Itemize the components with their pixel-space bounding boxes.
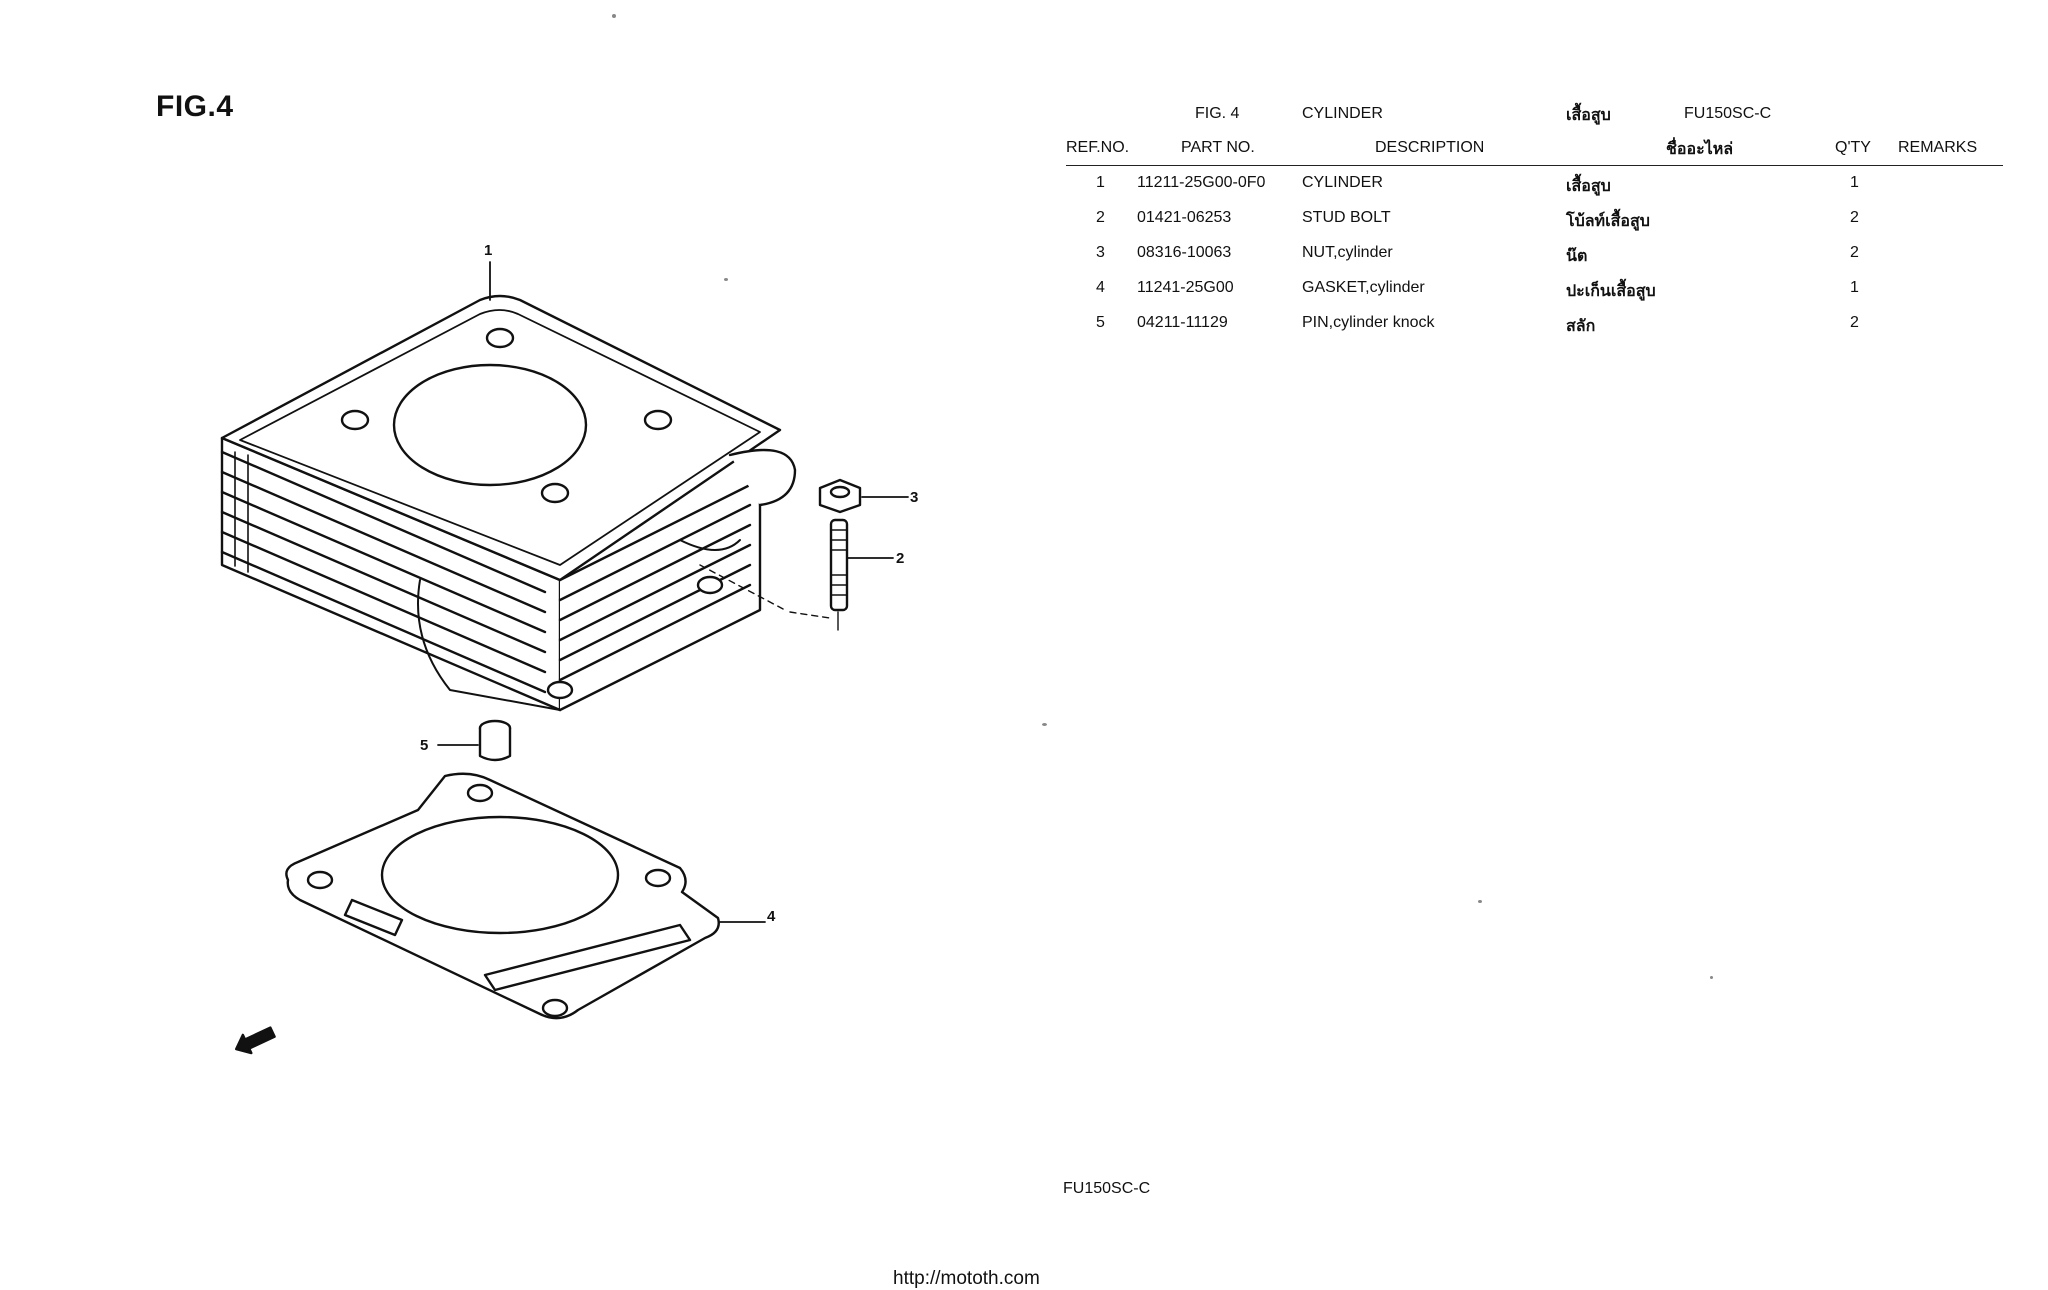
callout-1: 1 [484, 242, 493, 259]
table-row: 3 08316-10063 NUT,cylinder น๊ต 2 [0, 244, 2048, 274]
footer-model: FU150SC-C [1063, 1180, 1151, 1197]
column-description: DESCRIPTION [1375, 139, 1485, 156]
cell-description: PIN,cylinder knock [1302, 314, 1435, 331]
header-fig: FIG. 4 [1195, 105, 1240, 122]
cell-description: GASKET,cylinder [1302, 279, 1425, 296]
cell-ref: 5 [1096, 314, 1105, 331]
cell-part-no: 04211-11129 [1137, 314, 1228, 331]
cylinder-body [220, 294, 797, 712]
column-description-th: ชื่ออะไหล่ [1666, 141, 1734, 158]
table-row: 5 04211-11129 PIN,cylinder knock สลัก 2 [0, 314, 2048, 344]
scan-speck [612, 14, 616, 18]
cell-description-th: โบ้ลท์เสื้อสูบ [1566, 213, 1650, 230]
scan-speck [724, 278, 728, 281]
cell-description-th: สลัก [1566, 318, 1596, 335]
figure-label: FIG.4 [156, 90, 234, 123]
callout-4: 4 [767, 908, 776, 925]
cell-qty: 1 [1850, 174, 1859, 191]
cell-ref: 2 [1096, 209, 1105, 226]
column-part-no: PART NO. [1181, 139, 1255, 156]
footer-url[interactable]: http://mototh.com [893, 1268, 1040, 1289]
cell-part-no: 11211-25G00-0F0 [1137, 174, 1266, 191]
knock-pin-part [437, 719, 512, 762]
cell-description: STUD BOLT [1302, 209, 1391, 226]
cell-description: CYLINDER [1302, 174, 1383, 191]
header-name-th: เสื้อสูบ [1566, 107, 1611, 124]
cell-part-no: 11241-25G00 [1137, 279, 1234, 296]
gasket-part [285, 772, 766, 1020]
scan-speck [1710, 976, 1713, 979]
scan-speck [1478, 900, 1482, 903]
cell-description-th: เสื้อสูบ [1566, 178, 1611, 195]
header-rule [1066, 165, 2003, 166]
header-model: FU150SC-C [1684, 105, 1772, 122]
cell-qty: 1 [1850, 279, 1859, 296]
cell-description: NUT,cylinder [1302, 244, 1393, 261]
scan-speck [1042, 723, 1047, 726]
column-remarks: REMARKS [1898, 139, 1978, 156]
cell-ref: 3 [1096, 244, 1105, 261]
callout-2: 2 [896, 550, 905, 567]
table-row: 1 11211-25G00-0F0 CYLINDER เสื้อสูบ 1 [0, 174, 2048, 204]
cell-qty: 2 [1850, 314, 1859, 331]
callout-5: 5 [420, 737, 429, 754]
cell-part-no: 08316-10063 [1137, 244, 1232, 261]
cell-qty: 2 [1850, 209, 1859, 226]
table-row: 4 11241-25G00 GASKET,cylinder ปะเก็นเสื้… [0, 279, 2048, 309]
stud-bolt-part [699, 518, 894, 631]
cell-description-th: ปะเก็นเสื้อสูบ [1566, 283, 1656, 300]
cell-description-th: น๊ต [1566, 248, 1588, 265]
cell-ref: 4 [1096, 279, 1105, 296]
forward-arrow-icon [235, 1026, 276, 1055]
cell-qty: 2 [1850, 244, 1859, 261]
cell-ref: 1 [1096, 174, 1105, 191]
nut-part [818, 478, 909, 514]
table-row: 2 01421-06253 STUD BOLT โบ้ลท์เสื้อสูบ 2 [0, 209, 2048, 239]
column-ref-no: REF.NO. [1066, 139, 1130, 156]
cell-part-no: 01421-06253 [1137, 209, 1232, 226]
callout-3: 3 [910, 489, 919, 506]
header-name: CYLINDER [1302, 105, 1383, 122]
column-qty: Q'TY [1835, 139, 1871, 156]
cylinder-exploded-diagram [220, 261, 909, 1055]
